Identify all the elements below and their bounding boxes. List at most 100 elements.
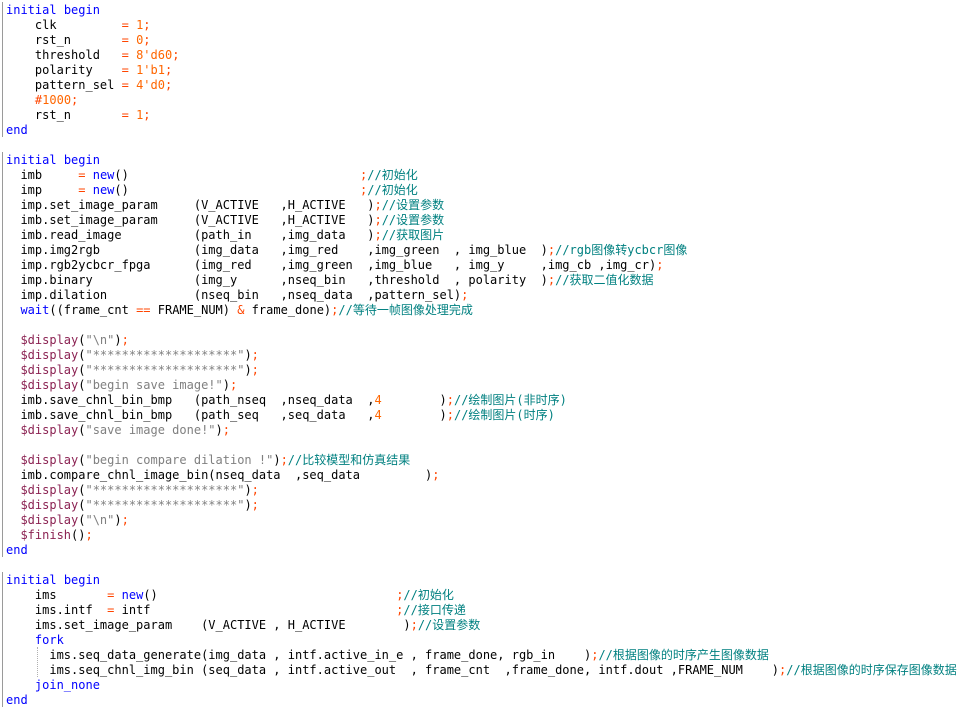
code-line[interactable]: end: [6, 693, 28, 708]
code-token: ims.seq_chnl_img_bin (seq_data , intf.ac…: [6, 663, 780, 677]
code-line[interactable]: join_none: [6, 678, 100, 693]
operator-token: ;: [172, 48, 180, 62]
fold-guide-block-2: [2, 152, 3, 557]
code-line[interactable]: fork: [6, 633, 64, 648]
operator-token: ;: [432, 468, 440, 482]
code-line[interactable]: $display("********************");: [6, 498, 258, 513]
comment-token: //比较模型和仿真结果: [287, 453, 411, 467]
code-line[interactable]: ims.seq_chnl_img_bin (seq_data , intf.ac…: [6, 663, 957, 678]
code-token: [6, 513, 20, 527]
code-token: FRAME_NUM): [150, 303, 238, 317]
code-line[interactable]: imb.save_chnl_bin_bmp (path_nseq ,nseq_d…: [6, 393, 567, 408]
string-token: "********************": [85, 348, 245, 362]
system-task-token: $display: [20, 513, 79, 527]
code-line[interactable]: imp.set_image_param (V_ACTIVE ,H_ACTIVE …: [6, 198, 444, 213]
code-line[interactable]: imp.binary (img_y ,nseq_bin ,threshold ,…: [6, 273, 653, 288]
operator-token: =: [121, 63, 129, 77]
code-line[interactable]: initial begin: [6, 153, 100, 168]
code-line[interactable]: imb.save_chnl_bin_bmp (path_seq ,seq_dat…: [6, 408, 554, 423]
code-token: (: [78, 513, 86, 527]
code-line[interactable]: $display("********************");: [6, 348, 258, 363]
comment-token: //初始化: [367, 183, 418, 197]
comment-token: //根据图像的时序保存图像数据: [786, 663, 957, 677]
code-line[interactable]: #1000;: [6, 93, 78, 108]
operator-token: ;: [251, 363, 259, 377]
code-line[interactable]: ims.seq_data_generate(img_data , intf.ac…: [6, 648, 769, 663]
code-line[interactable]: imb = new() ;//初始化: [6, 168, 417, 183]
operator-token: ;: [374, 213, 382, 227]
code-line[interactable]: rst_n = 1;: [6, 108, 151, 123]
keyword-token: initial: [6, 573, 57, 587]
code-token: (): [114, 183, 361, 197]
operator-token: ;: [331, 303, 339, 317]
code-token: threshold: [6, 48, 122, 62]
code-line[interactable]: $display("\n");: [6, 333, 128, 348]
code-line[interactable]: imb.compare_chnl_image_bin(nseq_data ,se…: [6, 468, 440, 483]
code-token: clk: [6, 18, 122, 32]
code-token: ims.seq_data_generate(img_data , intf.ac…: [6, 648, 592, 662]
fold-guide-block-3: [2, 572, 3, 707]
operator-token: ;: [446, 393, 454, 407]
code-line[interactable]: imp.dilation (nseq_bin ,nseq_data ,patte…: [6, 288, 468, 303]
code-token: ): [215, 423, 223, 437]
code-token: [6, 333, 20, 347]
code-line[interactable]: wait((frame_cnt == FRAME_NUM) & frame_do…: [6, 303, 472, 318]
code-line[interactable]: $display("********************");: [6, 363, 259, 378]
code-line[interactable]: imp.rgb2ycbcr_fpga (img_red ,img_green ,…: [6, 258, 663, 273]
number-token: 1: [136, 108, 144, 122]
code-line[interactable]: imb.set_image_param (V_ACTIVE ,H_ACTIVE …: [6, 213, 444, 228]
code-line[interactable]: ims = new() ;//初始化: [6, 588, 454, 603]
system-task-token: $display: [20, 378, 79, 392]
code-token: [129, 48, 136, 62]
code-token: [114, 588, 121, 602]
code-token: [129, 63, 136, 77]
code-token: [57, 573, 64, 587]
code-line[interactable]: ims.intf = intf ;//接口传递: [6, 603, 466, 618]
code-line[interactable]: $display("\n");: [6, 513, 129, 528]
operator-token: ;: [410, 618, 418, 632]
keyword-token: end: [6, 693, 28, 707]
code-token: (: [78, 453, 86, 467]
code-line[interactable]: initial begin: [6, 573, 100, 588]
string-token: "\n": [85, 513, 115, 527]
comment-token: //设置参数: [381, 213, 445, 227]
code-token: intf: [114, 603, 397, 617]
code-line[interactable]: imb.read_image (path_in ,img_data );//获取…: [6, 228, 444, 243]
code-line[interactable]: $display("save image done!");: [6, 423, 230, 438]
string-token: "********************": [85, 363, 245, 377]
code-line[interactable]: initial begin: [6, 3, 100, 18]
code-line[interactable]: $display("********************");: [6, 483, 258, 498]
operator-token: ;: [121, 513, 129, 527]
code-token: ): [381, 393, 447, 407]
code-token: polarity: [6, 63, 122, 77]
code-token: [6, 303, 20, 317]
comment-token: //获取图片: [381, 228, 445, 242]
operator-token: =: [78, 183, 86, 197]
operator-token: ;: [360, 183, 368, 197]
fold-guide-fork: [37, 647, 38, 677]
code-token: ): [244, 483, 252, 497]
system-task-token: $display: [20, 423, 79, 437]
comment-token: //绘制图片(非时序): [453, 393, 567, 407]
code-line[interactable]: rst_n = 0;: [6, 33, 151, 48]
code-line[interactable]: $finish();: [6, 528, 92, 543]
code-line[interactable]: imp.img2rgb (img_data ,img_red ,img_gree…: [6, 243, 687, 258]
code-line[interactable]: $display("begin save image!");: [6, 378, 237, 393]
code-line[interactable]: end: [6, 123, 28, 138]
string-token: "********************": [85, 498, 245, 512]
code-line[interactable]: polarity = 1'b1;: [6, 63, 172, 78]
fold-guide-block-1: [2, 2, 3, 137]
code-token: ): [244, 348, 252, 362]
code-line[interactable]: end: [6, 543, 28, 558]
operator-token: ;: [164, 78, 173, 92]
code-line[interactable]: ims.set_image_param (V_ACTIVE , H_ACTIVE…: [6, 618, 480, 633]
code-token: [85, 183, 92, 197]
code-line[interactable]: threshold = 8'd60;: [6, 48, 180, 63]
code-token: [6, 423, 20, 437]
code-line[interactable]: clk = 1;: [6, 18, 151, 33]
code-line[interactable]: imp = new() ;//初始化: [6, 183, 418, 198]
code-line[interactable]: pattern_sel = 4'd0;: [6, 78, 172, 93]
code-token: ims.intf: [6, 603, 108, 617]
code-line[interactable]: $display("begin compare dilation !");//比…: [6, 453, 410, 468]
